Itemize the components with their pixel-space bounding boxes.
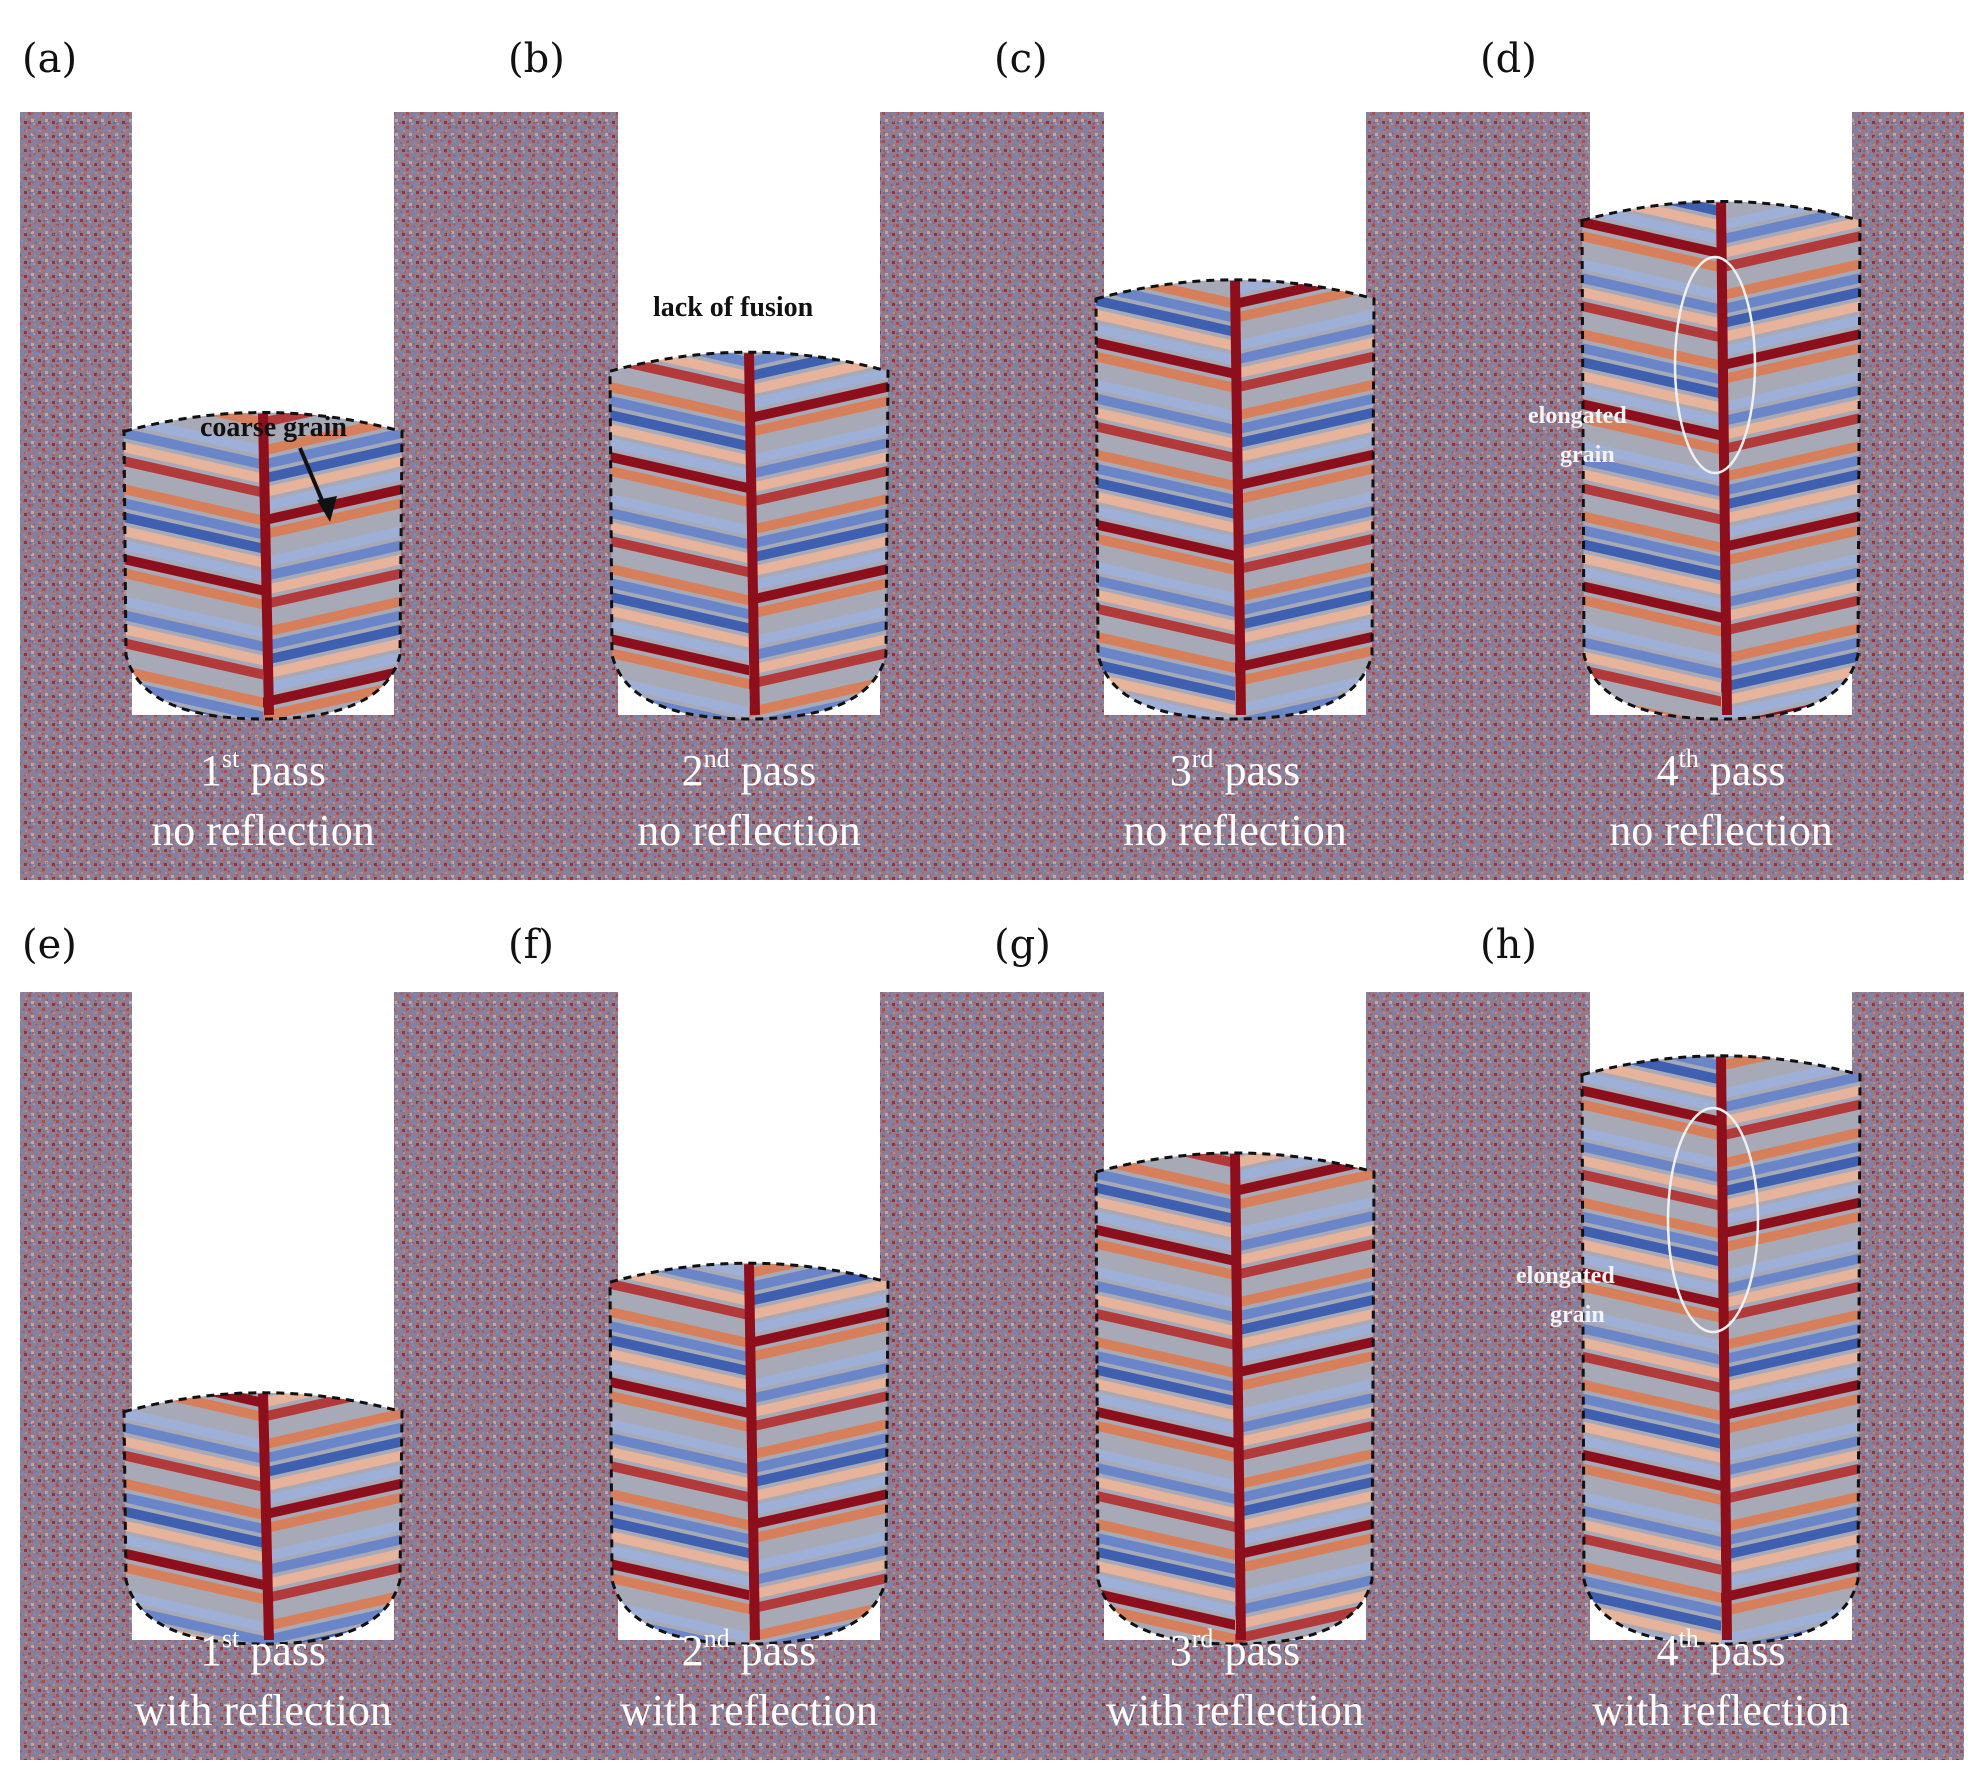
annotation-elongated-d-line2: grain bbox=[1560, 442, 1615, 468]
pass-label: 1st pass bbox=[200, 744, 326, 795]
panel-a: 1st pass no reflection (a) bbox=[20, 36, 506, 880]
weld-bead bbox=[1096, 1153, 1374, 1644]
pass-label: 4th pass bbox=[1656, 744, 1785, 795]
weld-bead bbox=[124, 1392, 402, 1644]
panel-letter: (e) bbox=[22, 922, 77, 968]
annotation-elongated-h-line1: elongated bbox=[1516, 1263, 1615, 1289]
weld-bead bbox=[1096, 279, 1374, 719]
panel-f: 2nd pass with reflection (f) bbox=[506, 922, 992, 1760]
pass-label: 3rd pass bbox=[1170, 744, 1300, 795]
pass-label: 3rd pass bbox=[1170, 1624, 1300, 1675]
annotation-elongated-d-ellipse bbox=[1673, 255, 1757, 475]
panel-d: 4th pass no reflection (d) bbox=[1478, 36, 1964, 880]
panel-g: 3rd pass with reflection (g) bbox=[992, 922, 1478, 1760]
reflection-label: with reflection bbox=[134, 1686, 392, 1735]
pass-label: 2nd pass bbox=[682, 744, 817, 795]
panel-letter: (d) bbox=[1480, 36, 1537, 82]
annotation-elongated-h-ellipse bbox=[1666, 1106, 1760, 1334]
panel-letter: (b) bbox=[508, 36, 565, 82]
fusion-boundary bbox=[122, 1391, 404, 1646]
fusion-boundary bbox=[608, 1261, 890, 1646]
panel-e: 1st pass with reflection (e) bbox=[20, 922, 506, 1760]
panel-letter: (a) bbox=[22, 36, 77, 82]
annotation-elongated-h-line2: grain bbox=[1550, 1302, 1605, 1328]
annotation-coarse-grain: coarse grain bbox=[200, 412, 347, 443]
annotations: coarse grain lack of fusion elongated gr… bbox=[200, 255, 1760, 1334]
reflection-label: with reflection bbox=[1592, 1686, 1850, 1735]
annotation-lack-of-fusion: lack of fusion bbox=[653, 292, 814, 323]
reflection-label: no reflection bbox=[1123, 806, 1347, 855]
panel-h: 4th pass with reflection (h) bbox=[1478, 922, 1964, 1760]
weld-bead bbox=[1582, 1055, 1860, 1644]
fusion-boundary bbox=[1094, 1151, 1376, 1646]
weld-bead bbox=[1582, 201, 1860, 719]
reflection-label: no reflection bbox=[1609, 806, 1833, 855]
pass-label: 2nd pass bbox=[682, 1624, 817, 1675]
panel-c: 3rd pass no reflection (c) bbox=[992, 36, 1478, 880]
panel-letter: (c) bbox=[994, 36, 1048, 82]
reflection-label: no reflection bbox=[637, 806, 861, 855]
annotation-arrow-head bbox=[317, 496, 337, 522]
fusion-boundary bbox=[1094, 278, 1376, 721]
fusion-boundary bbox=[1580, 200, 1862, 721]
fusion-boundary bbox=[1580, 1054, 1862, 1646]
panel-b: 2nd pass no reflection (b) bbox=[506, 36, 992, 880]
fusion-boundary bbox=[608, 350, 890, 721]
pass-label: 4th pass bbox=[1656, 1624, 1785, 1675]
pass-label: 1st pass bbox=[200, 1624, 326, 1675]
panel-letter: (f) bbox=[508, 922, 554, 968]
panel-letter: (h) bbox=[1480, 922, 1537, 968]
panel-letter: (g) bbox=[994, 922, 1051, 968]
reflection-label: no reflection bbox=[151, 806, 375, 855]
annotation-elongated-d-line1: elongated bbox=[1528, 403, 1627, 429]
fusion-boundary bbox=[122, 411, 404, 721]
reflection-label: with reflection bbox=[1106, 1686, 1364, 1735]
panels-layer: 1st pass no reflection (a) 2nd pass no refle… bbox=[20, 36, 1964, 1760]
reflection-label: with reflection bbox=[620, 1686, 878, 1735]
